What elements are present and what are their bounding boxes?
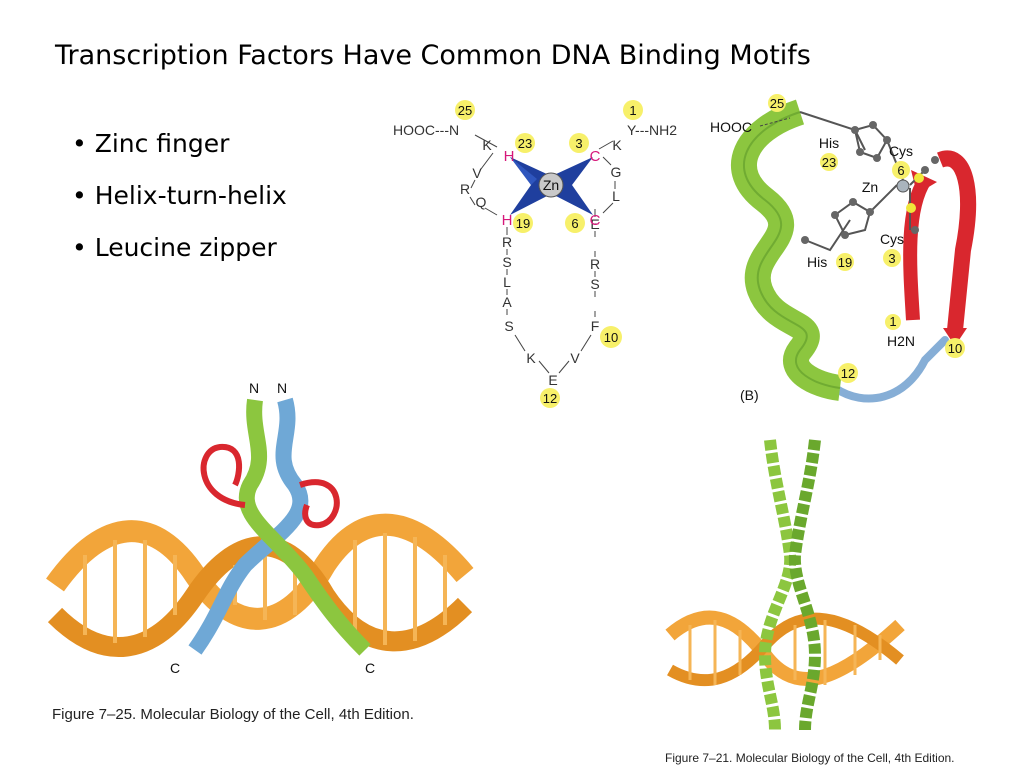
residue-v-bottom: V	[570, 350, 580, 366]
bullet-marker: •	[72, 181, 87, 210]
bullet-item: • Leucine zipper	[72, 222, 287, 274]
residue-s3-chain: S	[590, 276, 599, 292]
figure-caption-left: Figure 7–25. Molecular Biology of the Ce…	[52, 706, 414, 723]
loop-right	[299, 479, 340, 529]
struct-his-top-num: 23	[822, 155, 836, 170]
hth-c-right: C	[365, 660, 375, 676]
residue-h19: H	[502, 212, 513, 229]
struct-cys-bottom-num: 3	[888, 251, 895, 266]
residue-v: V	[472, 165, 482, 181]
bullet-text: Zinc finger	[94, 129, 230, 158]
residue-c6: C	[590, 212, 601, 229]
residue-g: G	[611, 164, 622, 180]
struct-num-1: 1	[889, 314, 896, 329]
dna-double-helix-right	[665, 610, 905, 687]
struct-panel-label: (B)	[740, 387, 759, 403]
hth-n-left: N	[249, 380, 259, 396]
bullet-text: Helix-turn-helix	[94, 181, 287, 210]
bullet-marker: •	[72, 129, 87, 158]
struct-his-top: His	[819, 135, 839, 151]
residue-k-right: K	[612, 137, 622, 153]
residue-s-chain: S	[502, 254, 511, 270]
residue-k: K	[482, 137, 492, 153]
residue-h23: H	[504, 148, 515, 165]
bullet-list: • Zinc finger • Helix-turn-helix • Leuci…	[72, 118, 287, 274]
struct-his-bottom: His	[807, 254, 827, 270]
zinc-finger-sequence-diagram: Zn 25 23 19 1 3 6 10 12 HOOC---N K H V R…	[393, 100, 677, 408]
struct-cys-top: Cys	[889, 143, 913, 159]
struct-num-10: 10	[948, 341, 962, 356]
zinc-finger-structure-illustration: 25 HOOC His 23 Cys 6 Zn Cys 3 His 19 1 H…	[710, 94, 976, 403]
residue-l-chain: L	[503, 274, 511, 290]
struct-cys-top-num: 6	[897, 163, 904, 178]
num-10: 10	[604, 330, 618, 345]
residue-l: L	[612, 188, 620, 204]
residue-a-chain: A	[502, 294, 512, 310]
hth-n-right: N	[277, 380, 287, 396]
residue-e-bottom: E	[548, 372, 557, 388]
residue-q: Q	[476, 194, 487, 210]
residue-r-chain: R	[502, 234, 512, 250]
seq-cterm: HOOC---N	[393, 122, 459, 138]
struct-cys-bottom: Cys	[880, 231, 904, 247]
loop-left	[200, 444, 246, 508]
struct-hooc: HOOC	[710, 119, 752, 135]
helix-turn-helix-illustration: N N C C	[46, 380, 474, 676]
num-3: 3	[575, 136, 582, 151]
residue-s2-chain: S	[504, 318, 513, 334]
residue-r: R	[460, 181, 470, 197]
residue-c3: C	[590, 148, 601, 165]
backbone-loop	[831, 336, 949, 403]
struct-his-bottom-num: 19	[838, 255, 852, 270]
beta-strand-right	[937, 150, 976, 331]
beta-strand-left	[903, 176, 932, 321]
residue-r2-chain: R	[590, 256, 600, 272]
figure-caption-right: Figure 7–21. Molecular Biology of the Ce…	[665, 751, 955, 765]
residue-k-bottom: K	[526, 350, 536, 366]
seq-nterm: Y---NH2	[627, 122, 677, 138]
num-1: 1	[629, 103, 636, 118]
helix-blue	[188, 397, 309, 655]
num-19: 19	[516, 216, 530, 231]
num-25: 25	[458, 103, 472, 118]
bullet-text: Leucine zipper	[94, 233, 277, 262]
residue-f-chain: F	[591, 318, 600, 334]
residue-e-chain: E	[590, 216, 599, 232]
struct-h2n: H2N	[887, 333, 915, 349]
zinc-atom-icon	[896, 179, 910, 193]
bullet-item: • Helix-turn-helix	[72, 170, 287, 222]
bullet-item: • Zinc finger	[72, 118, 287, 170]
num-23: 23	[518, 136, 532, 151]
struct-zn: Zn	[862, 179, 878, 195]
num-6: 6	[571, 216, 578, 231]
struct-num-12: 12	[841, 366, 855, 381]
zipper-helix-left	[758, 439, 797, 731]
alpha-helix	[731, 99, 843, 401]
slide-title: Transcription Factors Have Common DNA Bi…	[55, 40, 811, 71]
struct-num-25: 25	[770, 96, 784, 111]
zn-star-icon	[510, 157, 593, 215]
bullet-marker: •	[72, 233, 87, 262]
helix-green	[238, 398, 371, 656]
hth-c-left: C	[170, 660, 180, 676]
leucine-zipper-illustration	[665, 439, 905, 731]
num-12: 12	[543, 391, 557, 406]
zipper-helix-right	[788, 439, 822, 731]
zn-label: Zn	[543, 177, 559, 193]
